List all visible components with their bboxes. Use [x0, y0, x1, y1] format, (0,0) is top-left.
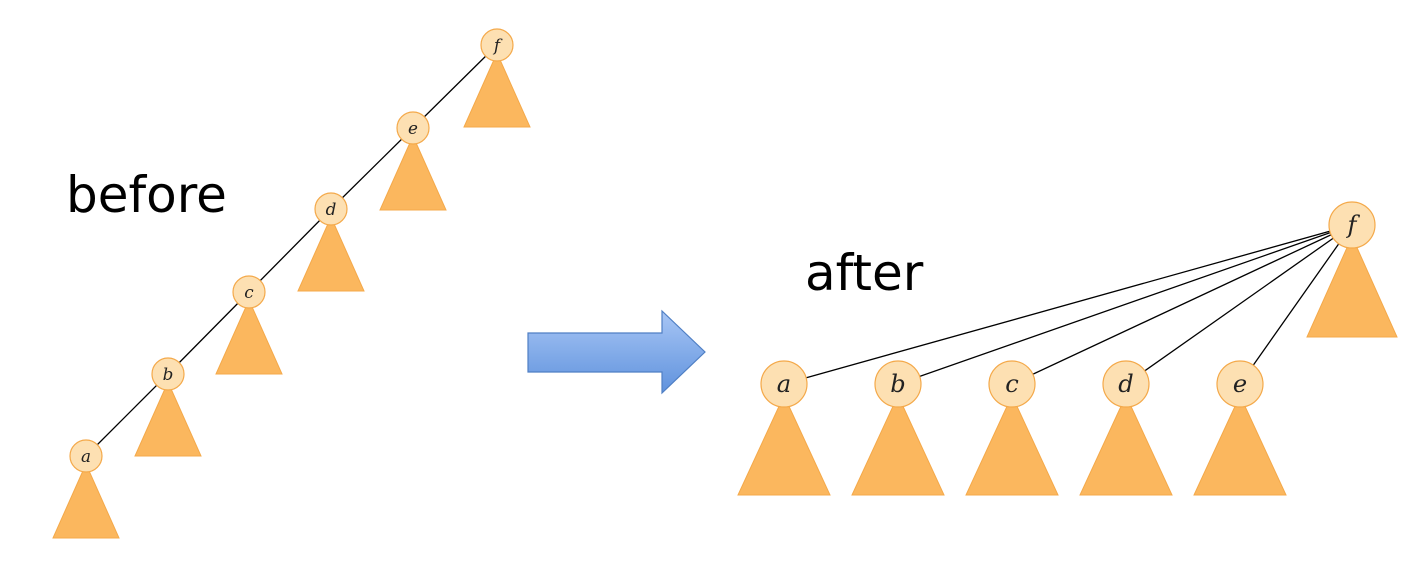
node-label: d [326, 199, 337, 219]
node-circle [480, 28, 514, 62]
node-label: b [890, 370, 905, 398]
after-edge [1239, 224, 1353, 385]
node-circle [1328, 201, 1376, 249]
after-root-node-f: f [1306, 201, 1398, 338]
node-label: e [1233, 370, 1247, 398]
node-circle [69, 439, 103, 473]
node-circle [151, 357, 185, 391]
subtree-triangle [134, 380, 202, 457]
before-edge [330, 127, 414, 210]
subtree-triangle [737, 394, 831, 496]
before-edge [85, 373, 169, 457]
node-label: e [408, 118, 418, 138]
node-label: a [81, 446, 91, 466]
node-circle [1102, 360, 1150, 408]
subtree-triangle [851, 394, 945, 496]
subtree-triangle [1306, 235, 1398, 338]
node-label: c [1005, 370, 1019, 398]
subtree-triangle [379, 134, 447, 211]
after-caption: after [805, 244, 924, 302]
subtree-triangle [1079, 394, 1173, 496]
after-edge [897, 224, 1353, 385]
node-circle [396, 111, 430, 145]
after-node-a: a [737, 360, 831, 496]
before-node-f: f [463, 28, 531, 128]
after-edge [1125, 224, 1353, 385]
before-node-c: c [215, 275, 283, 375]
before-caption: before [66, 166, 227, 224]
after-edge [783, 224, 1353, 385]
subtree-triangle [1193, 394, 1287, 496]
node-circle [760, 360, 808, 408]
node-circle [314, 192, 348, 226]
right-arrow-icon [527, 309, 706, 395]
node-label: f [492, 35, 503, 55]
after-node-e: e [1193, 360, 1287, 496]
before-node-a: a [52, 439, 120, 539]
node-circle [232, 275, 266, 309]
after-node-c: c [965, 360, 1059, 496]
subtree-triangle [965, 394, 1059, 496]
node-label: c [244, 282, 254, 302]
before-node-d: d [297, 192, 365, 292]
before-node-b: b [134, 357, 202, 457]
node-label: d [1118, 370, 1133, 398]
node-circle [1216, 360, 1264, 408]
subtree-triangle [215, 298, 283, 375]
node-label: a [777, 370, 791, 398]
subtree-triangle [52, 462, 120, 539]
before-edge [412, 44, 498, 129]
after-node-b: b [851, 360, 945, 496]
subtree-triangle [297, 215, 365, 292]
node-label: b [163, 364, 174, 384]
after-edge [1011, 224, 1353, 385]
before-edge [167, 291, 250, 375]
after-node-d: d [1079, 360, 1173, 496]
node-circle [874, 360, 922, 408]
node-circle [988, 360, 1036, 408]
subtree-triangle [463, 51, 531, 128]
before-edge [248, 208, 332, 293]
before-node-e: e [379, 111, 447, 211]
